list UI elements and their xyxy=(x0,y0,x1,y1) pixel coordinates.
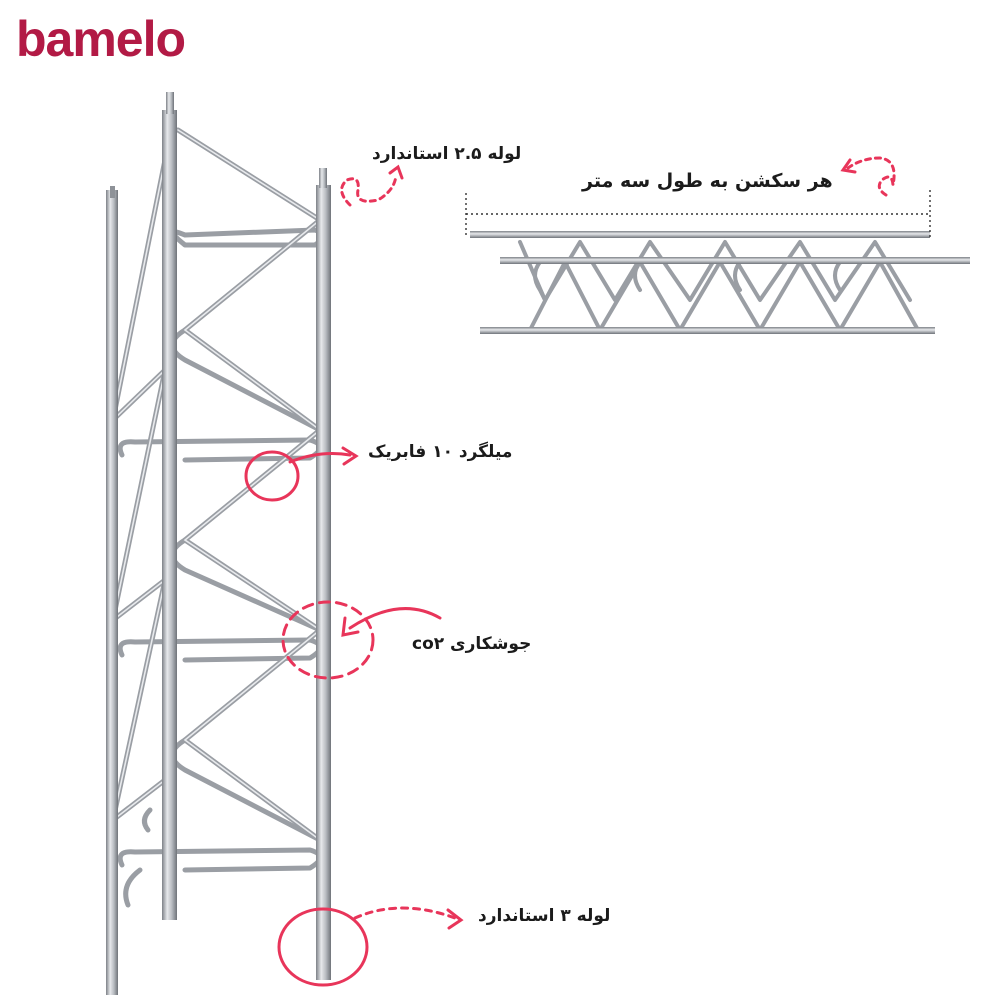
label-pipe-bottom: لوله ۳ استاندارد xyxy=(478,906,611,926)
annotation-arrow-rebar xyxy=(288,452,352,464)
tower-lattice-highlight xyxy=(111,129,322,841)
label-section-length: هر سکشن به طول سه متر xyxy=(582,170,833,192)
tower-legs xyxy=(106,92,331,995)
annotation-circle-rebar xyxy=(244,450,300,502)
annotation-marks xyxy=(244,156,896,987)
annotation-arrow-section xyxy=(846,156,896,197)
annotation-circle-pipe-bottom xyxy=(277,907,369,987)
annotation-arrow-weld xyxy=(348,607,442,630)
label-pipe-top: لوله ۲.۵ استاندارد xyxy=(372,144,522,164)
annotation-arrow-pipe-bottom xyxy=(353,906,457,920)
tower-lattice xyxy=(110,127,325,908)
label-weld: جوشکاری co۲ xyxy=(412,634,532,654)
brand-logo: bamelo xyxy=(16,11,186,67)
section-length-dimension xyxy=(465,190,931,238)
annotation-circle-weld xyxy=(281,600,375,680)
truss-section xyxy=(470,231,970,334)
label-rebar: میلگرد ۱۰ فابریک xyxy=(368,442,513,462)
annotation-arrow-pipe-top xyxy=(340,173,398,207)
